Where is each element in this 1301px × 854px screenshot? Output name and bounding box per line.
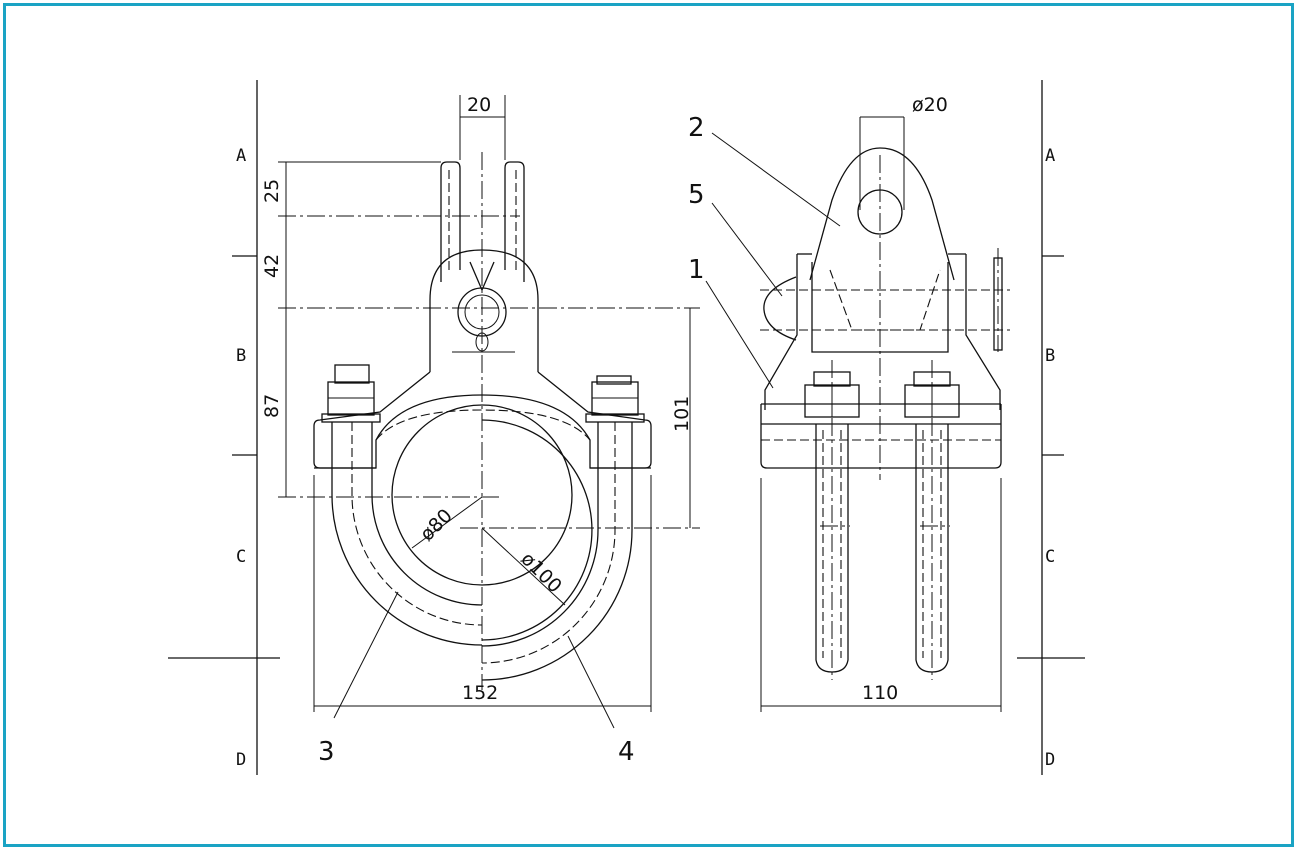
dim-pin-offset: 42	[261, 254, 283, 278]
zone-border-left	[168, 80, 280, 775]
callout-lug: 2	[688, 113, 705, 143]
zone-border-right	[1017, 80, 1085, 775]
zone-label-right-a: A	[1045, 146, 1055, 166]
front-nut-right	[585, 375, 645, 423]
zone-label-left-b: B	[236, 346, 246, 366]
dim-small-dia: ø80	[416, 505, 457, 546]
dim-overall-width-side: 110	[862, 682, 898, 704]
dim-large-dia: ø100	[516, 548, 565, 597]
dim-lug-height: 25	[261, 179, 283, 203]
dim-overall-width-front: 152	[462, 682, 498, 704]
front-dimensions	[278, 95, 691, 712]
side-view	[760, 116, 1010, 680]
front-pin-boss	[429, 249, 539, 372]
front-lug-plates	[440, 161, 525, 282]
callout-leaders	[333, 132, 841, 729]
small-pipe-circle	[391, 404, 573, 586]
zone-label-left-c: C	[236, 547, 246, 567]
callout-body: 1	[688, 255, 705, 285]
side-base-block	[760, 403, 1002, 469]
dim-pin-to-base: 87	[261, 394, 283, 418]
side-frame	[764, 253, 1001, 410]
front-view	[278, 152, 700, 690]
front-nut-left	[321, 364, 381, 423]
side-lug-plate	[809, 116, 955, 281]
front-u-bolt-small	[331, 404, 573, 646]
callout-u-bolt-large: 4	[618, 737, 635, 767]
front-clamp-body	[313, 371, 652, 469]
zone-label-right-d: D	[1045, 750, 1055, 770]
dim-pin-to-center: 101	[671, 396, 693, 432]
side-dimensions	[760, 478, 1002, 712]
callout-pin: 5	[688, 180, 705, 210]
zone-label-right-c: C	[1045, 547, 1055, 567]
zone-label-left-a: A	[236, 146, 246, 166]
zone-label-right-b: B	[1045, 346, 1055, 366]
dim-pin-dia: ø20	[912, 94, 948, 116]
callout-u-bolt-small: 3	[318, 737, 335, 767]
dim-lug-width: 20	[467, 94, 491, 116]
front-u-bolt-large	[481, 419, 633, 681]
zone-label-left-d: D	[236, 750, 246, 770]
